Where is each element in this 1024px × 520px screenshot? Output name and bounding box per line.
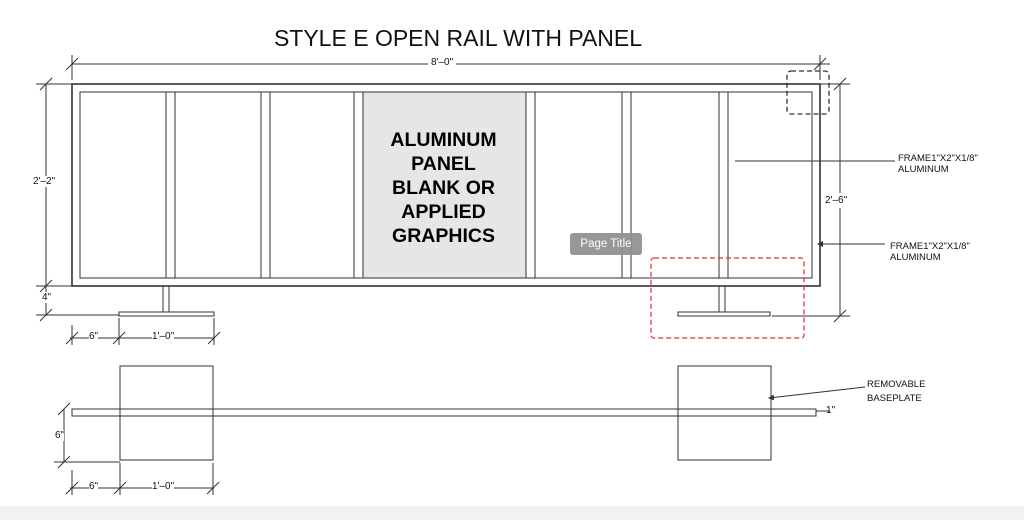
plan-depth-label: 6" — [55, 430, 65, 441]
base-offset-elev-label: 6" — [89, 331, 99, 342]
panel-line-4: APPLIED — [401, 201, 486, 223]
frame-top-callout-line-1: FRAME1"X2"X1/8" — [898, 153, 978, 164]
base-offset-plan-label: 6" — [89, 481, 99, 492]
aluminum-panel — [362, 91, 527, 279]
baseplate-left-elev — [118, 311, 215, 317]
post-1 — [165, 91, 176, 279]
baseplate-right-elev — [677, 311, 771, 317]
frame-top-callout: FRAME1"X2"X1/8" ALUMINUM — [898, 153, 978, 175]
overall-width-label: 8'–0" — [428, 57, 457, 68]
stem-left — [162, 285, 170, 313]
base-width-elev-label: 1'–0" — [152, 331, 175, 342]
detail-box[interactable] — [786, 70, 830, 115]
post-6 — [718, 91, 729, 279]
panel-line-2: PANEL — [411, 153, 476, 175]
rail-frame-outer — [71, 83, 821, 287]
frame-bottom-callout-line-2: ALUMINUM — [890, 252, 941, 263]
post-5 — [621, 91, 632, 279]
rail-plan — [71, 408, 817, 417]
bottom-bar — [0, 506, 1024, 520]
panel-line-3: BLANK OR — [392, 177, 495, 199]
frame-top-callout-line-2: ALUMINUM — [898, 164, 949, 175]
post-4 — [525, 91, 536, 279]
post-3 — [353, 91, 364, 279]
post-2 — [260, 91, 271, 279]
panel-label: ALUMINUM PANEL BLANK OR APPLIED GRAPHICS — [363, 128, 524, 248]
selection-box[interactable] — [650, 257, 805, 339]
baseplate-leader — [768, 386, 866, 401]
frame-bottom-callout: FRAME1"X2"X1/8" ALUMINUM — [890, 241, 970, 263]
panel-line-5: GRAPHICS — [392, 225, 495, 247]
baseplate-left-plan — [119, 365, 214, 461]
page-title-tooltip[interactable]: Page Title — [570, 233, 642, 255]
rail-thickness-label: 1" — [826, 405, 836, 416]
baseplate-right-plan — [677, 365, 772, 461]
stem-right — [718, 285, 726, 313]
frame-bottom-callout-line-1: FRAME1"X2"X1/8" — [890, 241, 970, 252]
overall-height-label: 2'–6" — [825, 193, 848, 208]
panel-line-1: ALUMINUM — [390, 129, 497, 151]
base-gap-label: 4" — [42, 292, 52, 303]
panel-height-label: 2'–2" — [33, 176, 56, 187]
drawing-title: STYLE E OPEN RAIL WITH PANEL — [273, 25, 643, 51]
base-width-plan-label: 1'–0" — [152, 481, 175, 492]
baseplate-callout-line-1: REMOVABLE — [867, 379, 926, 390]
baseplate-callout-line-2: BASEPLATE — [867, 393, 922, 404]
baseplate-callout: REMOVABLE BASEPLATE — [867, 378, 925, 406]
